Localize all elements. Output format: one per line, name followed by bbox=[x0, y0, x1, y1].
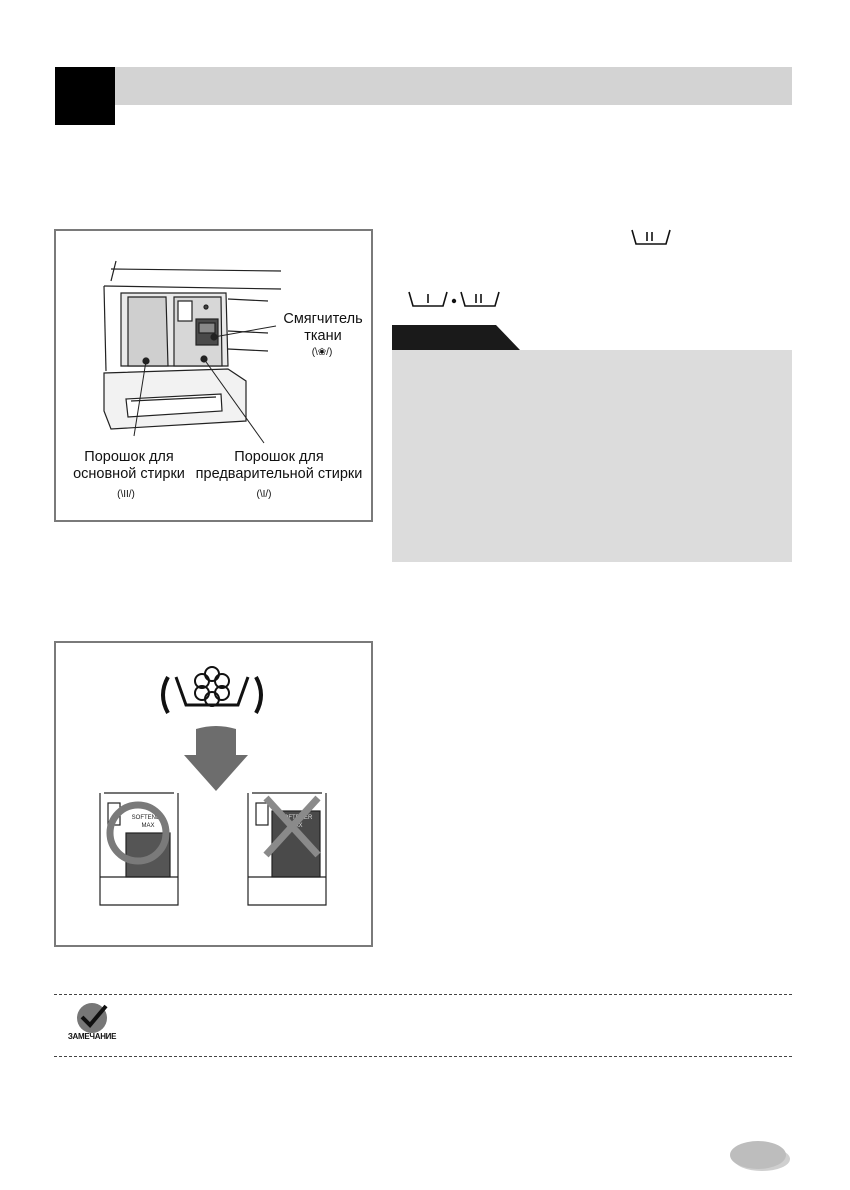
main-wash-detergent-label: Порошок для основной стирки bbox=[73, 449, 185, 482]
section-number-block bbox=[55, 67, 115, 125]
main-wash-symbol-icon: (\II/) bbox=[117, 489, 135, 500]
note-tab bbox=[392, 325, 520, 350]
dispenser-softener-max-text-left: SOFTENER bbox=[132, 815, 165, 821]
detergent-drawer-illustration bbox=[103, 260, 282, 444]
section-title-bar bbox=[115, 67, 792, 105]
softener-max-illustration: SOFTENER MAX SOFTENER MAX bbox=[99, 666, 327, 906]
detergent-drawer-figure: Смягчитель ткани (\❀/) Порошок для основ… bbox=[54, 229, 373, 522]
note-badge-label: ЗАМЕЧАНИЕ bbox=[67, 1032, 117, 1041]
note-top-divider bbox=[54, 994, 792, 995]
note-bottom-divider bbox=[54, 1056, 792, 1057]
prewash-detergent-label: Порошок для предварительной стирки bbox=[195, 449, 363, 482]
prewash-symbol-icon: (\I/) bbox=[256, 489, 272, 500]
prewash-and-main-wash-icons bbox=[408, 291, 500, 307]
softener-max-figure: SOFTENER MAX SOFTENER MAX bbox=[54, 641, 373, 947]
correct-circle-icon bbox=[106, 801, 170, 865]
checkmark-icon bbox=[77, 1003, 108, 1033]
dispenser-max-text-left: MAX bbox=[141, 823, 154, 829]
wrong-cross-icon bbox=[263, 795, 321, 858]
note-box bbox=[392, 350, 792, 562]
note-badge: ЗАМЕЧАНИЕ bbox=[64, 1000, 124, 1048]
softener-symbol-icon: (\❀/) bbox=[311, 347, 333, 358]
fabric-softener-label: Смягчитель ткани bbox=[283, 311, 363, 344]
page-number-badge bbox=[730, 1141, 790, 1171]
main-wash-tub-icon bbox=[631, 229, 671, 245]
